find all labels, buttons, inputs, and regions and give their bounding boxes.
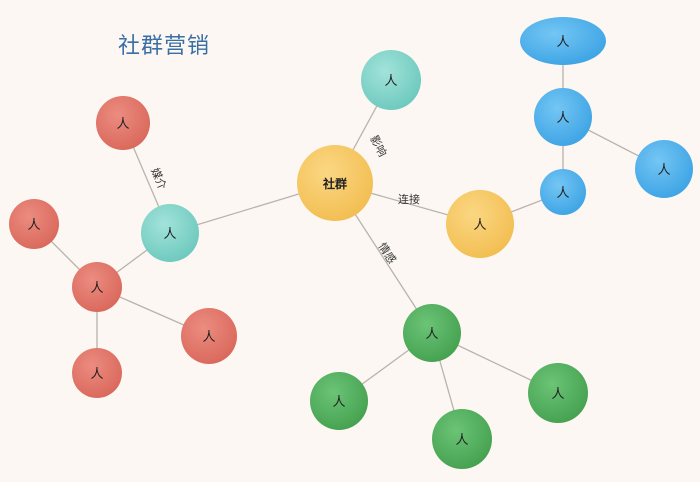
node-blue-right-label: 人 — [657, 163, 670, 178]
node-green-right-label: 人 — [551, 387, 564, 402]
node-teal-left-label: 人 — [163, 227, 176, 242]
node-blue-small-label: 人 — [556, 186, 569, 201]
node-yellow-right-label: 人 — [473, 218, 486, 233]
node-blue-oval-label: 人 — [556, 35, 569, 50]
node-green-bottom: 人 — [432, 409, 492, 469]
node-center-community: 社群 — [297, 145, 373, 221]
node-red-top: 人 — [96, 96, 150, 150]
node-blue-oval: 人 — [520, 17, 606, 65]
node-red-hub: 人 — [72, 262, 122, 312]
node-red-bottom-label: 人 — [90, 367, 103, 382]
node-center-label: 社群 — [322, 176, 347, 191]
node-blue-right: 人 — [635, 140, 693, 198]
node-red-right-label: 人 — [202, 330, 215, 345]
edge-label-influence: 影响 — [367, 133, 389, 159]
node-green-hub-label: 人 — [425, 327, 438, 342]
node-teal-top-label: 人 — [384, 74, 397, 89]
node-green-bottom-label: 人 — [455, 433, 468, 448]
node-blue-mid: 人 — [534, 88, 592, 146]
node-red-bottom: 人 — [72, 348, 122, 398]
edge-label-connect: 连接 — [398, 193, 420, 206]
node-green-left-label: 人 — [332, 395, 345, 410]
edge-label-emotion: 情感 — [375, 241, 398, 267]
edge-label-medium: 媒介 — [148, 166, 169, 191]
node-green-hub: 人 — [403, 304, 461, 362]
node-green-right: 人 — [528, 363, 588, 423]
node-blue-mid-label: 人 — [556, 111, 569, 126]
diagram-title: 社群营销 — [118, 34, 211, 59]
node-red-left-label: 人 — [27, 218, 40, 233]
node-teal-left: 人 — [141, 204, 199, 262]
node-red-left: 人 — [9, 199, 59, 249]
node-red-top-label: 人 — [116, 117, 129, 132]
node-red-hub-label: 人 — [90, 281, 103, 296]
node-teal-top: 人 — [361, 50, 421, 110]
node-red-right: 人 — [181, 308, 237, 364]
node-green-left: 人 — [310, 372, 368, 430]
node-yellow-right: 人 — [446, 190, 514, 258]
node-blue-small: 人 — [540, 169, 586, 215]
